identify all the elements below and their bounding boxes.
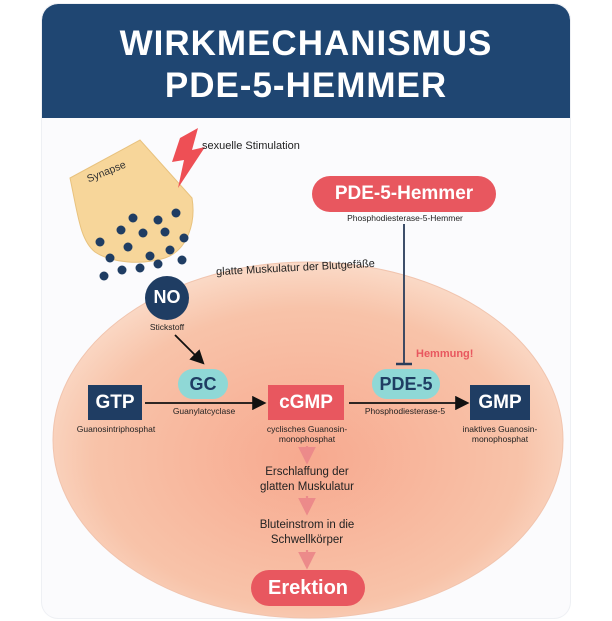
pde5-inhibitor-caption: Phosphodiesterase-5-Hemmer xyxy=(347,213,463,223)
title-line-1: WIRKMECHANISMUS xyxy=(119,24,493,63)
gmp-caption-line-1: inaktives Guanosin- xyxy=(462,424,538,434)
title-line-2: PDE-5-HEMMER xyxy=(164,66,448,105)
gc-caption: Guanylatcyclase xyxy=(172,406,236,416)
pde5-badge: PDE-5 xyxy=(372,369,440,399)
cgmp-label: cGMP xyxy=(279,392,333,413)
inhibition-label: Hemmung! xyxy=(416,348,474,360)
no-molecule xyxy=(145,276,189,320)
no-caption: Stickstoff xyxy=(149,322,185,332)
relaxation-line-1: Erschlaffung der xyxy=(265,466,349,478)
arrow-no-to-gc xyxy=(174,334,205,365)
cgmp-caption-line-1: cyclisches Guanosin- xyxy=(266,424,348,434)
erection-badge: Erektion xyxy=(251,570,365,606)
erection-label: Erektion xyxy=(267,577,349,599)
cgmp-caption-line-2: monophosphat xyxy=(278,434,336,444)
title-banner: WIRKMECHANISMUS PDE-5-HEMMER xyxy=(42,4,570,118)
gtp-box: GTP xyxy=(88,385,142,420)
gmp-label: GMP xyxy=(478,392,522,413)
inflow-line-2: Schwellkörper xyxy=(270,534,344,546)
gmp-caption-line-2: monophosphat xyxy=(471,434,529,444)
pde5-inhibitor-badge: PDE-5-Hemmer xyxy=(312,176,496,212)
inflow-line-1: Bluteinstrom in die xyxy=(259,519,355,531)
smooth-muscle-region xyxy=(52,261,564,619)
gtp-label: GTP xyxy=(95,392,135,413)
gc-label: GC xyxy=(189,374,217,394)
gc-badge: GC xyxy=(178,369,228,399)
pde5-caption: Phosphodiesterase-5 xyxy=(364,406,446,416)
cgmp-box: cGMP xyxy=(268,385,344,420)
stimulation-label: sexuelle Stimulation xyxy=(202,140,300,152)
gtp-caption: Guanosintriphosphat xyxy=(76,424,156,434)
relaxation-line-2: glatten Muskulatur xyxy=(260,481,354,493)
gmp-box: GMP xyxy=(470,385,530,420)
vesicle-dots xyxy=(95,208,189,281)
pde5-label: PDE-5 xyxy=(379,374,433,394)
pde5-inhibitor-label: PDE-5-Hemmer xyxy=(334,183,474,204)
no-label: NO xyxy=(153,287,181,307)
lightning-icon xyxy=(172,128,205,188)
